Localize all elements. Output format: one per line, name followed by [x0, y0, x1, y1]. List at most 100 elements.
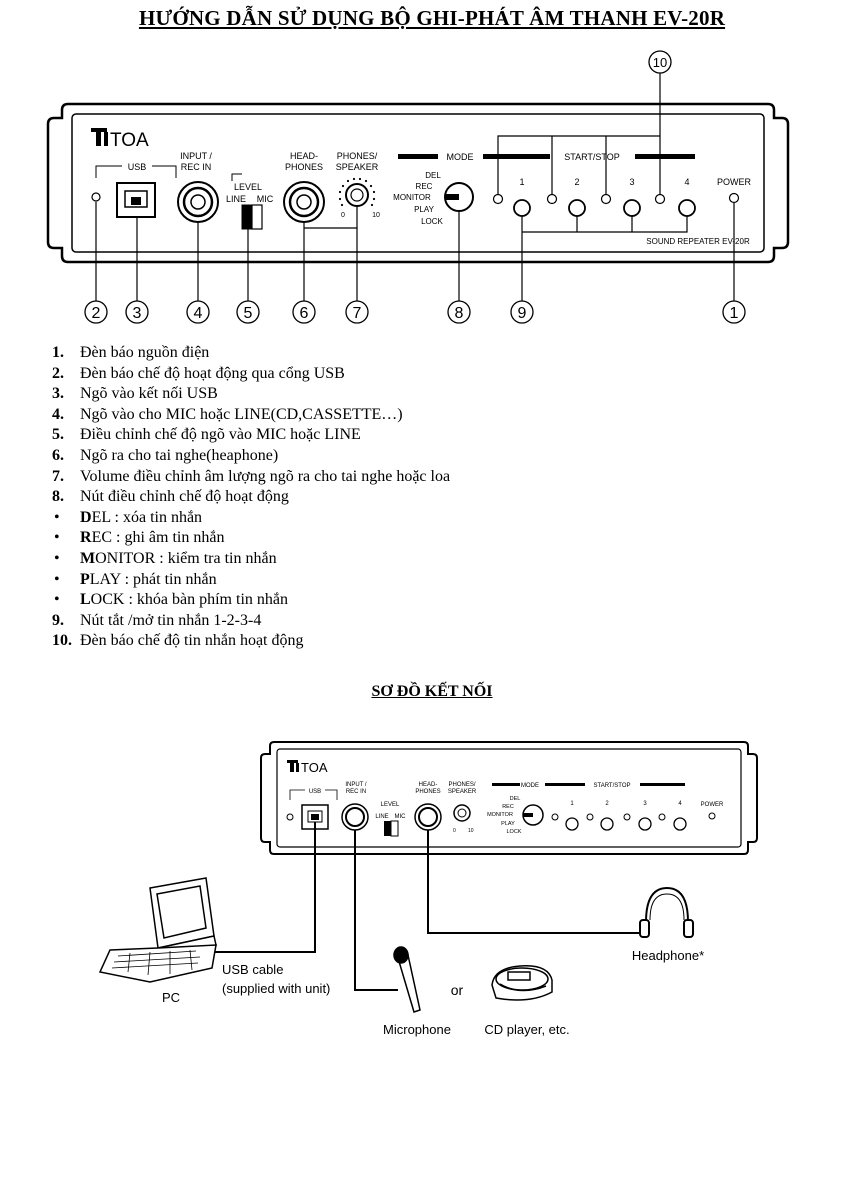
svg-text:SPEAKER: SPEAKER: [448, 789, 477, 795]
svg-text:8: 8: [455, 305, 464, 322]
svg-text:POWER: POWER: [701, 802, 724, 808]
svg-text:PHONES: PHONES: [415, 789, 440, 795]
svg-text:(supplied with unit): (supplied with unit): [222, 981, 330, 996]
svg-text:LEVEL: LEVEL: [381, 802, 400, 808]
toa-logo-small: TOA: [287, 760, 328, 775]
svg-text:1: 1: [730, 305, 739, 322]
svg-text:10: 10: [653, 55, 667, 70]
callout-numbers: 2 3 4 5 6 7 8 9 1 10: [92, 55, 739, 322]
svg-text:3: 3: [629, 177, 634, 187]
mode-knob: [444, 182, 474, 212]
svg-text:DEL: DEL: [510, 796, 521, 802]
legend-bullet: •REC : ghi âm tin nhắn: [54, 529, 225, 547]
svg-text:PLAY: PLAY: [501, 821, 515, 827]
svg-text:3: 3: [643, 801, 647, 807]
legend-item: 10.Đèn báo chế độ tin nhắn hoạt động: [52, 632, 304, 650]
legend-item: 9.Nút tắt /mở tin nhắn 1-2-3-4: [52, 611, 262, 629]
page-title: HƯỚNG DẪN SỬ DỤNG BỘ GHI-PHÁT ÂM THANH E…: [138, 6, 726, 30]
svg-text:7: 7: [353, 305, 362, 322]
svg-text:TOA: TOA: [110, 130, 149, 151]
legend-item: 7.Volume điều chỉnh âm lượng ngõ ra cho …: [52, 467, 451, 485]
legend-bullet: •MONITOR : kiểm tra tin nhắn: [54, 549, 277, 567]
svg-text:LINE: LINE: [226, 194, 246, 204]
svg-text:LEVEL: LEVEL: [234, 182, 262, 192]
svg-text:10: 10: [372, 212, 380, 219]
svg-text:MODE: MODE: [447, 152, 474, 162]
panel-outline-small: [260, 741, 758, 855]
svg-text:POWER: POWER: [717, 177, 752, 187]
legend-item: 4.Ngõ vào cho MIC hoặc LINE(CD,CASSETTE……: [52, 405, 403, 423]
volume-knob: [338, 177, 376, 207]
svg-text:0: 0: [453, 828, 456, 834]
message-indicators: [492, 193, 666, 205]
connection-diagram: TOA USB INPUT / REC IN LEVEL LINE MIC HE…: [98, 741, 758, 1037]
svg-text:USB cable: USB cable: [222, 962, 283, 977]
svg-text:2: 2: [574, 177, 579, 187]
cables: [208, 822, 640, 991]
svg-text:SOUND REPEATER EV-20R: SOUND REPEATER EV-20R: [646, 237, 750, 246]
svg-text:4: 4: [194, 305, 203, 322]
legend-list: 1.Đèn báo nguồn điện 2.Đèn báo chế độ ho…: [52, 343, 450, 652]
svg-text:LOCK: LOCK: [421, 217, 443, 226]
legend-item: 6.Ngõ ra cho tai nghe(heaphone): [52, 446, 279, 464]
svg-text:10: 10: [468, 828, 474, 834]
svg-text:REC: REC: [416, 182, 433, 191]
legend-item: 5.Điều chỉnh chế độ ngõ vào MIC hoặc LIN…: [52, 426, 361, 444]
svg-text:2: 2: [92, 305, 101, 322]
message-buttons: [513, 199, 696, 217]
toa-logo: TOA: [91, 128, 149, 151]
svg-text:3: 3: [133, 305, 142, 322]
svg-text:0: 0: [341, 212, 345, 219]
svg-text:MONITOR: MONITOR: [393, 193, 431, 202]
usb-label: USB: [128, 162, 147, 172]
svg-text:CD player, etc.: CD player, etc.: [484, 1022, 569, 1037]
svg-text:INPUT /: INPUT /: [180, 151, 212, 161]
svg-text:Headphone*: Headphone*: [632, 948, 704, 963]
svg-text:MONITOR: MONITOR: [487, 812, 513, 818]
legend-item: 2.Đèn báo chế độ hoạt động qua cổng USB: [52, 364, 345, 382]
svg-text:PHONES/: PHONES/: [337, 151, 378, 161]
callout-circles: [84, 50, 746, 324]
svg-text:2: 2: [605, 801, 609, 807]
svg-text:START/STOP: START/STOP: [564, 152, 620, 162]
callout-lines: [95, 73, 735, 302]
headphone-icon: [639, 886, 694, 938]
svg-text:REC IN: REC IN: [346, 789, 366, 795]
svg-text:MODE: MODE: [521, 783, 539, 789]
svg-text:HEAD-: HEAD-: [290, 151, 318, 161]
svg-text:PC: PC: [162, 990, 180, 1005]
svg-text:PHONES/: PHONES/: [448, 782, 475, 788]
usb-port: [116, 182, 156, 218]
level-switch: [241, 204, 263, 230]
input-jack: [177, 181, 219, 223]
svg-text:LINE: LINE: [375, 814, 388, 820]
svg-text:or: or: [451, 982, 464, 998]
cd-player-icon: [491, 965, 553, 1001]
legend-bullet: •PLAY : phát tin nhắn: [54, 570, 217, 588]
svg-text:PHONES: PHONES: [285, 162, 323, 172]
legend-item: 8.Nút điều chỉnh chế độ hoạt động: [52, 488, 289, 506]
svg-text:MIC: MIC: [395, 814, 407, 820]
svg-text:4: 4: [684, 177, 689, 187]
svg-text:USB: USB: [309, 789, 321, 795]
laptop-pc: [98, 877, 217, 983]
headphone-cable: [427, 830, 640, 934]
svg-text:HEAD-: HEAD-: [419, 782, 438, 788]
power-indicator: [728, 192, 740, 204]
legend-bullet: •LOCK : khóa bàn phím tin nhắn: [54, 591, 288, 609]
svg-text:5: 5: [244, 305, 253, 322]
legend-bullet: •DEL : xóa tin nhắn: [54, 508, 203, 526]
legend-item: 1.Đèn báo nguồn điện: [52, 344, 210, 361]
front-panel-figure: TOA USB INPUT / REC IN LEVEL LINE MIC HE…: [46, 50, 790, 324]
svg-text:START/STOP: START/STOP: [593, 783, 630, 789]
svg-text:4: 4: [678, 801, 682, 807]
svg-text:MIC: MIC: [257, 194, 274, 204]
svg-text:9: 9: [518, 305, 527, 322]
svg-text:INPUT /: INPUT /: [345, 782, 367, 788]
svg-text:SPEAKER: SPEAKER: [336, 162, 379, 172]
svg-text:1: 1: [570, 801, 574, 807]
usb-cable: [208, 822, 316, 953]
svg-text:DEL: DEL: [425, 171, 441, 180]
svg-text:1: 1: [519, 177, 524, 187]
svg-text:REC: REC: [502, 804, 514, 810]
